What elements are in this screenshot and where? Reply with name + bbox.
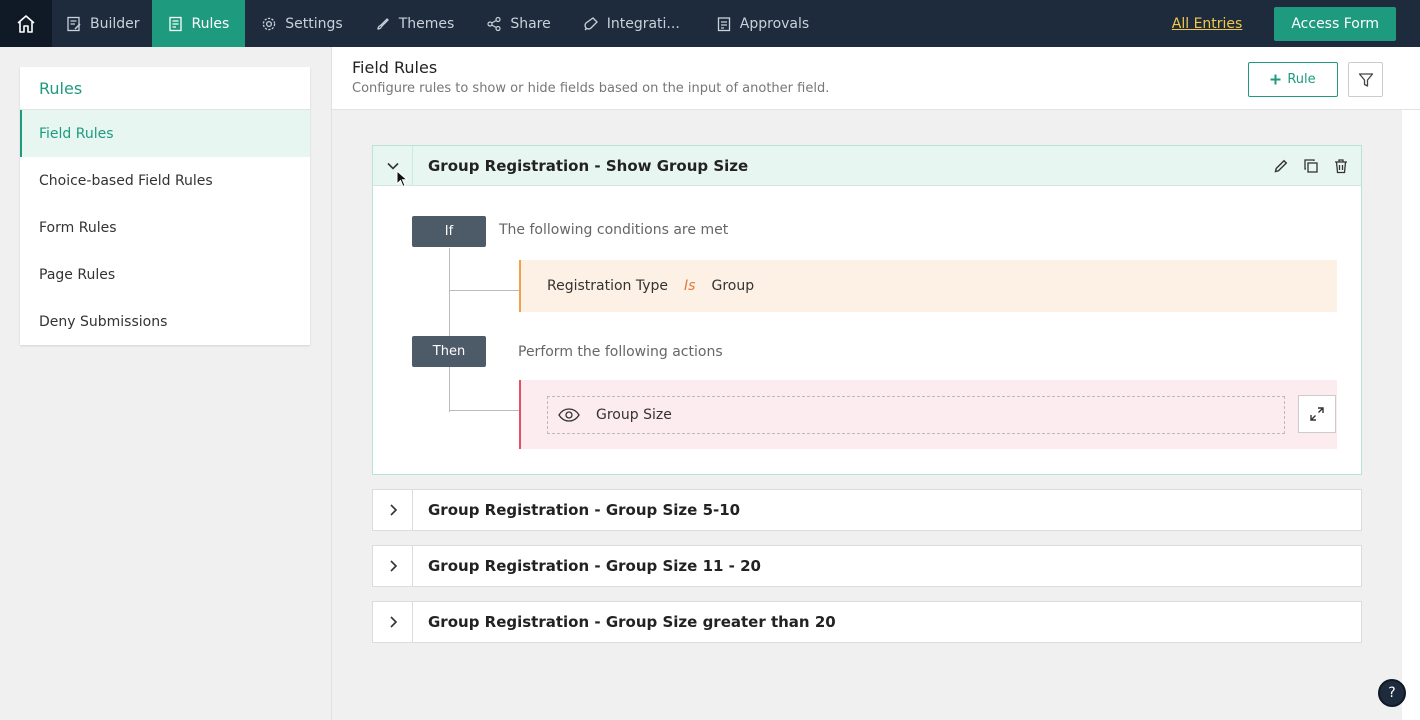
- nav-themes-label: Themes: [398, 15, 455, 32]
- sidebar-item-choice-based-field-rules[interactable]: Choice-based Field Rules: [39, 172, 213, 189]
- help-button[interactable]: ?: [1378, 679, 1406, 707]
- expand-icon: [1310, 407, 1324, 421]
- sidebar-item-field-rules[interactable]: Field Rules: [20, 110, 310, 157]
- connector-vertical: [449, 248, 450, 412]
- share-icon: [487, 16, 501, 31]
- chevron-right-icon: [389, 504, 397, 516]
- rules-sidebar: Rules Field Rules Choice-based Field Rul…: [20, 67, 310, 345]
- rule-card: Group Registration - Group Size 11 - 20: [372, 545, 1362, 587]
- connector-to-condition: [449, 290, 519, 291]
- filter-icon: [1358, 72, 1373, 87]
- gear-icon: [263, 17, 276, 30]
- expand-toggle[interactable]: [373, 490, 413, 530]
- nav-builder-label: Builder: [90, 15, 140, 32]
- mouse-cursor-icon: [396, 170, 408, 188]
- rule-header[interactable]: Group Registration - Group Size greater …: [373, 602, 1361, 642]
- eye-icon: [558, 408, 580, 422]
- rule-card-expanded: Group Registration - Show Group Size If …: [372, 145, 1362, 475]
- rule-header[interactable]: Group Registration - Group Size 11 - 20: [373, 546, 1361, 586]
- rule-name: Group Registration - Group Size 11 - 20: [428, 557, 761, 575]
- rule-actions: [1273, 146, 1349, 186]
- rule-header[interactable]: Group Registration - Show Group Size: [373, 145, 1361, 186]
- rule-card: Group Registration - Group Size greater …: [372, 601, 1362, 643]
- sidebar-title: Rules: [20, 67, 310, 110]
- main-header: Field Rules Configure rules to show or h…: [332, 47, 1420, 110]
- nav-approvals[interactable]: Approvals: [692, 0, 821, 47]
- copy-icon[interactable]: [1303, 158, 1319, 174]
- rules-content: Group Registration - Show Group Size If …: [332, 110, 1402, 720]
- condition-row[interactable]: Registration Type Is Group: [519, 260, 1337, 312]
- nav-share-label: Share: [510, 15, 551, 32]
- condition-operator: Is: [684, 278, 696, 294]
- builder-icon: [67, 16, 81, 31]
- chevron-right-icon: [389, 616, 397, 628]
- if-tag: If: [412, 216, 486, 247]
- nav-rules[interactable]: Rules: [151, 0, 246, 47]
- collapse-toggle[interactable]: [373, 145, 413, 186]
- condition-value: Group: [711, 278, 755, 294]
- plug-icon: [584, 16, 598, 30]
- sidebar-item-form-rules[interactable]: Form Rules: [39, 219, 117, 236]
- nav-share[interactable]: Share: [466, 0, 562, 47]
- home-icon: [17, 14, 35, 33]
- pencil-icon[interactable]: [1273, 158, 1289, 174]
- page-title: Field Rules: [352, 58, 438, 77]
- then-description: Perform the following actions: [518, 344, 723, 360]
- action-field-label: Group Size: [596, 407, 672, 423]
- sidebar-item-deny-submissions[interactable]: Deny Submissions: [39, 313, 168, 330]
- expand-toggle[interactable]: [373, 546, 413, 586]
- action-row: Group Size: [519, 380, 1337, 449]
- all-entries-link[interactable]: All Entries: [1171, 15, 1243, 32]
- brush-icon: [377, 17, 389, 30]
- add-rule-label: Rule: [1287, 72, 1316, 87]
- expand-button[interactable]: [1298, 395, 1336, 433]
- nav-integrations[interactable]: Integrati...: [563, 0, 692, 47]
- sidebar-item-page-rules[interactable]: Page Rules: [39, 266, 116, 283]
- access-form-button[interactable]: Access Form: [1274, 6, 1396, 41]
- approvals-icon: [717, 16, 730, 31]
- nav-settings-label: Settings: [285, 15, 343, 32]
- rule-card: Group Registration - Group Size 5-10: [372, 489, 1362, 531]
- rules-icon: [168, 16, 182, 31]
- plus-icon: [1270, 74, 1281, 85]
- if-description: The following conditions are met: [499, 222, 729, 238]
- topbar-right: All Entries Access Form: [1171, 6, 1420, 41]
- page-subtitle: Configure rules to show or hide fields b…: [352, 81, 830, 96]
- nav-approvals-label: Approvals: [739, 15, 810, 32]
- home-button[interactable]: [0, 0, 52, 47]
- nav-integrations-label: Integrati...: [606, 15, 680, 32]
- nav-builder[interactable]: Builder: [52, 0, 152, 47]
- nav-settings[interactable]: Settings: [245, 0, 354, 47]
- rule-header[interactable]: Group Registration - Group Size 5-10: [373, 490, 1361, 530]
- nav-themes[interactable]: Themes: [355, 0, 467, 47]
- rule-name: Group Registration - Group Size 5-10: [428, 501, 741, 519]
- rule-body: If The following conditions are met Regi…: [373, 186, 1361, 474]
- filter-button[interactable]: [1348, 62, 1383, 97]
- chevron-right-icon: [389, 560, 397, 572]
- add-rule-button[interactable]: Rule: [1248, 62, 1338, 97]
- action-field[interactable]: Group Size: [547, 396, 1285, 434]
- connector-to-action: [449, 410, 519, 411]
- expand-toggle[interactable]: [373, 602, 413, 642]
- condition-field: Registration Type: [547, 278, 669, 294]
- main-panel: Field Rules Configure rules to show or h…: [331, 47, 1420, 720]
- rule-name: Group Registration - Group Size greater …: [428, 613, 836, 631]
- chevron-down-icon: [386, 162, 399, 170]
- top-nav: Builder Rules Settings Themes Share Inte…: [0, 0, 1420, 47]
- then-tag: Then: [412, 336, 486, 367]
- trash-icon[interactable]: [1333, 158, 1349, 174]
- nav-rules-label: Rules: [191, 15, 230, 32]
- rule-name: Group Registration - Show Group Size: [428, 156, 749, 175]
